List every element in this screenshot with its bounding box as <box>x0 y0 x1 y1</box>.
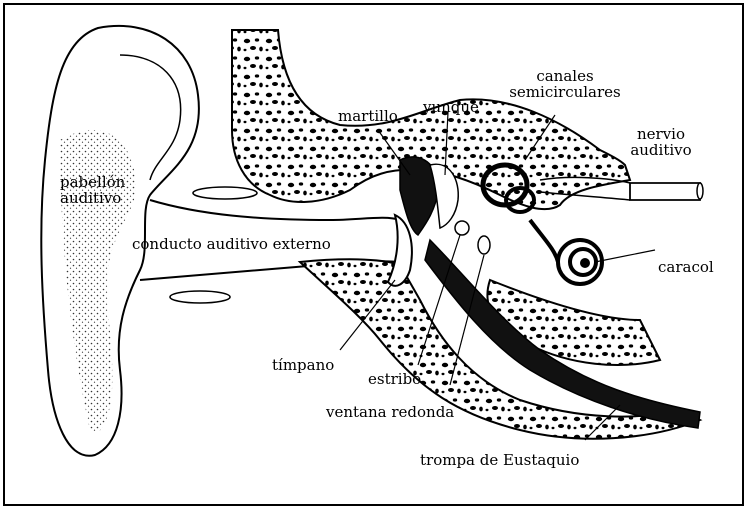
label-canales-line2: semicirculares <box>505 84 625 100</box>
label-caracol: caracol <box>658 259 714 275</box>
label-pabellon-line2: auditivo <box>60 190 125 206</box>
label-martillo: martillo <box>338 108 398 124</box>
label-nervio: nervio auditivo <box>616 126 706 158</box>
label-estribo: estribo <box>368 371 421 387</box>
label-nervio-line2: auditivo <box>616 142 706 158</box>
label-trompa: trompa de Eustaquio <box>420 452 579 468</box>
label-pabellon: pabellón auditivo <box>60 174 125 206</box>
label-conducto: conducto auditivo externo <box>132 236 331 252</box>
label-canales: canales semicirculares <box>505 68 625 100</box>
tympanic-membrane <box>388 215 412 286</box>
label-timpano: tímpano <box>272 357 334 373</box>
label-ventana: ventana redonda <box>326 404 454 420</box>
label-yunque: yunque <box>423 99 479 115</box>
label-pabellon-line1: pabellón <box>60 174 125 190</box>
label-canales-line1: canales <box>505 68 625 84</box>
label-nervio-line1: nervio <box>616 126 706 142</box>
